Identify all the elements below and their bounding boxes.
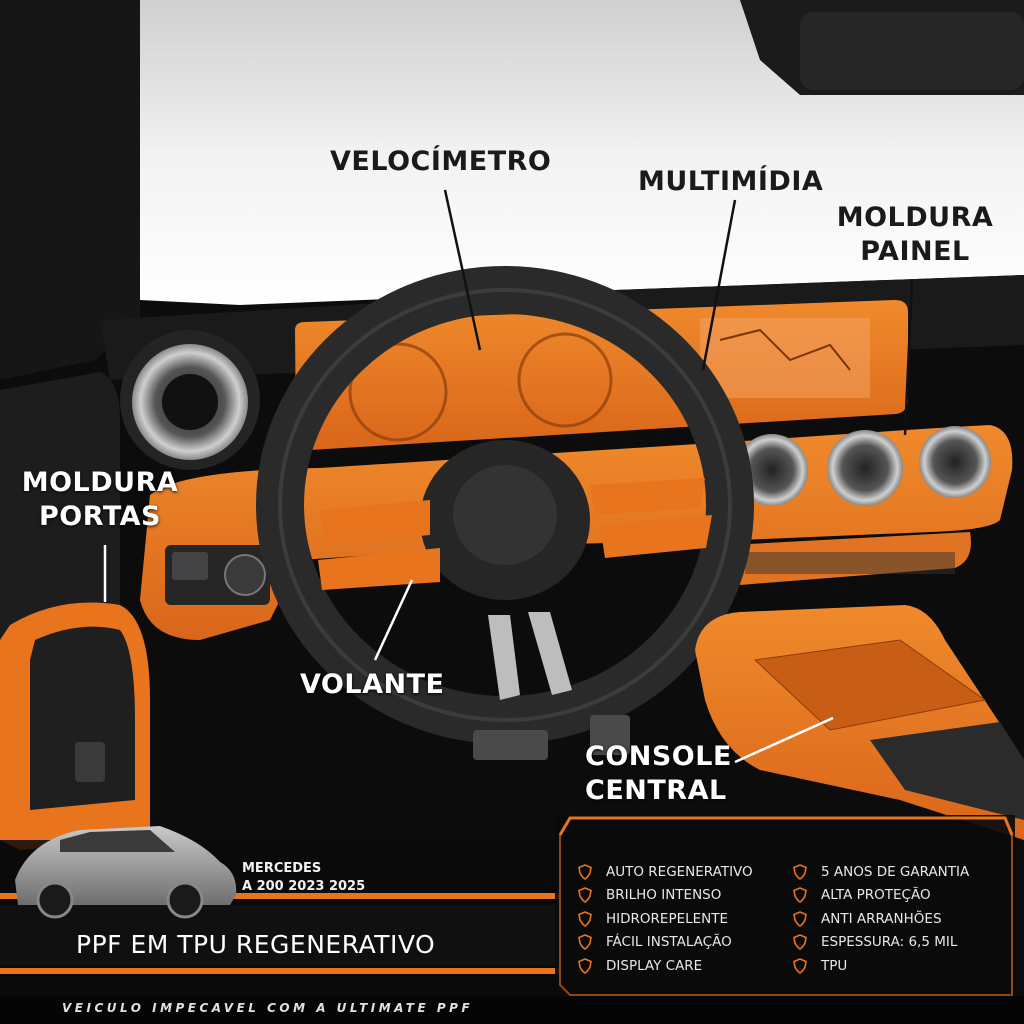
feature-item: FÁCIL INSTALAÇÃO [578,931,753,955]
footer-bar [0,996,1024,1024]
features-list-right: 5 ANOS DE GARANTIA ALTA PROTEÇÃO ANTI AR… [793,860,969,978]
label-moldura-portas: MOLDURA PORTAS [10,466,190,534]
feature-label: ESPESSURA: 6,5 MIL [821,934,958,951]
steering-wheel [256,266,754,744]
feature-item: 5 ANOS DE GARANTIA [793,860,969,884]
feature-item: DISPLAY CARE [578,954,753,978]
shield-icon [578,887,592,904]
shield-icon [578,957,592,974]
shield-icon [578,863,592,880]
feature-label: TPU [821,957,848,974]
feature-label: DISPLAY CARE [606,957,703,974]
feature-label: HIDROREPELENTE [606,910,729,927]
feature-item: ESPESSURA: 6,5 MIL [793,931,969,955]
shield-icon [793,887,807,904]
shield-icon [578,910,592,927]
label-moldura-portas-line1: MOLDURA [21,467,179,498]
shield-icon [793,863,807,880]
feature-label: FÁCIL INSTALAÇÃO [606,934,732,951]
feature-item: BRILHO INTENSO [578,884,753,908]
label-moldura-painel-line2: PAINEL [860,236,970,267]
feature-item: TPU [793,954,969,978]
feature-item: HIDROREPELENTE [578,907,753,931]
car-model-name: MERCEDES A 200 2023 2025 [242,860,365,896]
label-moldura-portas-line2: PORTAS [39,501,161,532]
label-volante: VOLANTE [300,669,445,700]
label-moldura-painel: MOLDURA PAINEL [830,201,1000,269]
label-moldura-painel-line1: MOLDURA [836,202,994,233]
feature-item: ANTI ARRANHÕES [793,907,969,931]
feature-label: ANTI ARRANHÕES [821,910,942,927]
feature-item: AUTO REGENERATIVO [578,860,753,884]
car-name-line2: A 200 2023 2025 [242,879,366,894]
feature-label: ALTA PROTEÇÃO [821,887,931,904]
label-velocimetro: VELOCÍMETRO [330,146,552,177]
shield-icon [793,957,807,974]
car-thumbnail [15,826,237,919]
feature-label: 5 ANOS DE GARANTIA [821,863,970,880]
footer-tagline: VEICULO IMPECAVEL COM A ULTIMATE PPF [62,1001,474,1015]
shield-icon [793,934,807,951]
feature-label: BRILHO INTENSO [606,887,722,904]
features-box-frame [555,815,1015,996]
product-title: PPF EM TPU REGENERATIVO [76,930,436,959]
label-console-line1: CONSOLE [585,741,732,772]
feature-item: ALTA PROTEÇÃO [793,884,969,908]
label-console-central: CONSOLE CENTRAL [585,740,732,808]
features-list-left: AUTO REGENERATIVO BRILHO INTENSO HIDRORE… [578,860,753,978]
shield-icon [793,910,807,927]
shield-icon [578,934,592,951]
feature-label: AUTO REGENERATIVO [606,863,753,880]
label-console-line2: CENTRAL [585,775,727,806]
label-multimidia: MULTIMÍDIA [638,166,824,197]
car-name-line1: MERCEDES [242,861,322,876]
